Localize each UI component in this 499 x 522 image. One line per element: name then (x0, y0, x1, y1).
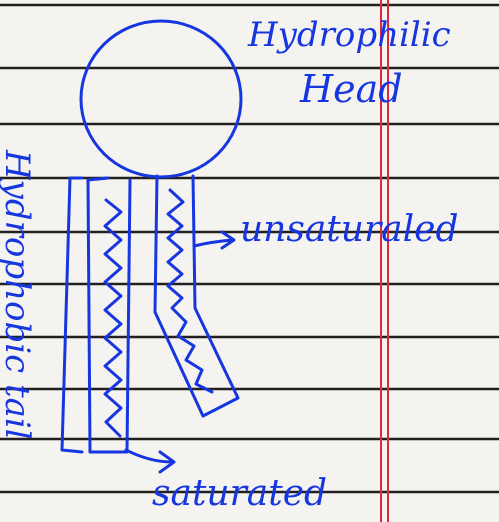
saturated-zigzag (105, 200, 121, 436)
saturated-label: saturated (152, 476, 327, 512)
unsaturated-label: unsaturaled (240, 212, 459, 248)
arrow-unsaturated (194, 232, 234, 248)
arrow-saturated (126, 450, 174, 472)
head-label-line1: Hydrophilic (248, 18, 451, 52)
unsaturated-zigzag (168, 190, 212, 392)
head-label-line2: Head (300, 70, 403, 108)
tail-bracket (62, 178, 82, 452)
hydrophobic-tail-label: Hydrophobic tail (0, 150, 34, 440)
hydrophilic-head-circle (81, 21, 241, 177)
